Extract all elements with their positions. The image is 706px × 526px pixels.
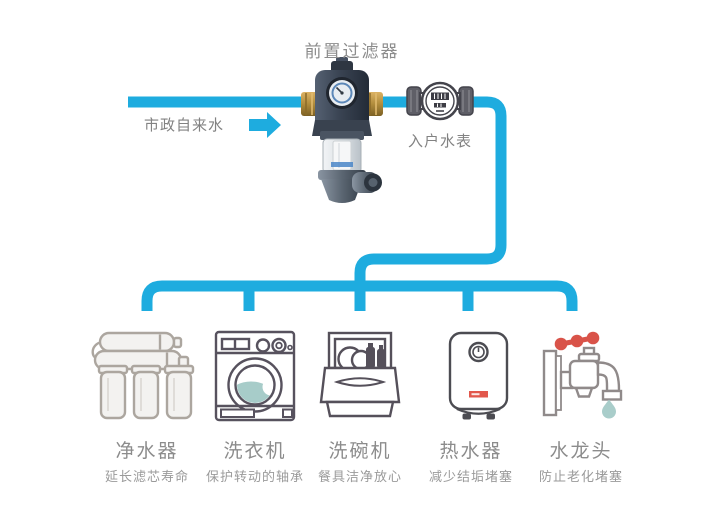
water-heater-icon <box>448 331 509 420</box>
flow-arrow-icon <box>249 112 281 138</box>
appliance-benefit-water-purifier: 延长滤芯寿命 <box>104 470 189 485</box>
source-water-label: 市政自来水 <box>144 116 225 134</box>
water-purifier-icon <box>91 331 195 420</box>
appliance-name-washing-machine: 洗衣机 <box>223 440 287 462</box>
pipe-main-feed <box>128 96 507 311</box>
appliance-benefit-faucet: 防止老化堵塞 <box>538 470 623 485</box>
dishwasher-icon <box>319 331 401 418</box>
appliance-benefit-dishwasher: 餐具洁净放心 <box>317 470 402 485</box>
water-meter-label: 入户水表 <box>407 132 472 150</box>
appliance-name-water-heater: 热水器 <box>439 440 503 462</box>
appliance-name-faucet: 水龙头 <box>549 440 613 462</box>
washing-machine-icon <box>214 330 296 422</box>
pipe-manifold <box>141 280 578 311</box>
water-meter-icon <box>406 81 474 121</box>
appliance-name-dishwasher: 洗碗机 <box>328 440 392 462</box>
water-pipes <box>128 96 578 311</box>
faucet-icon <box>542 331 623 419</box>
diagram-title: 前置过滤器 <box>304 42 400 62</box>
appliance-benefit-water-heater: 减少结垢堵塞 <box>428 470 513 485</box>
pre-filter-device-icon <box>301 57 383 203</box>
appliance-name-water-purifier: 净水器 <box>115 440 179 462</box>
appliance-benefit-washing-machine: 保护转动的轴承 <box>205 470 304 485</box>
